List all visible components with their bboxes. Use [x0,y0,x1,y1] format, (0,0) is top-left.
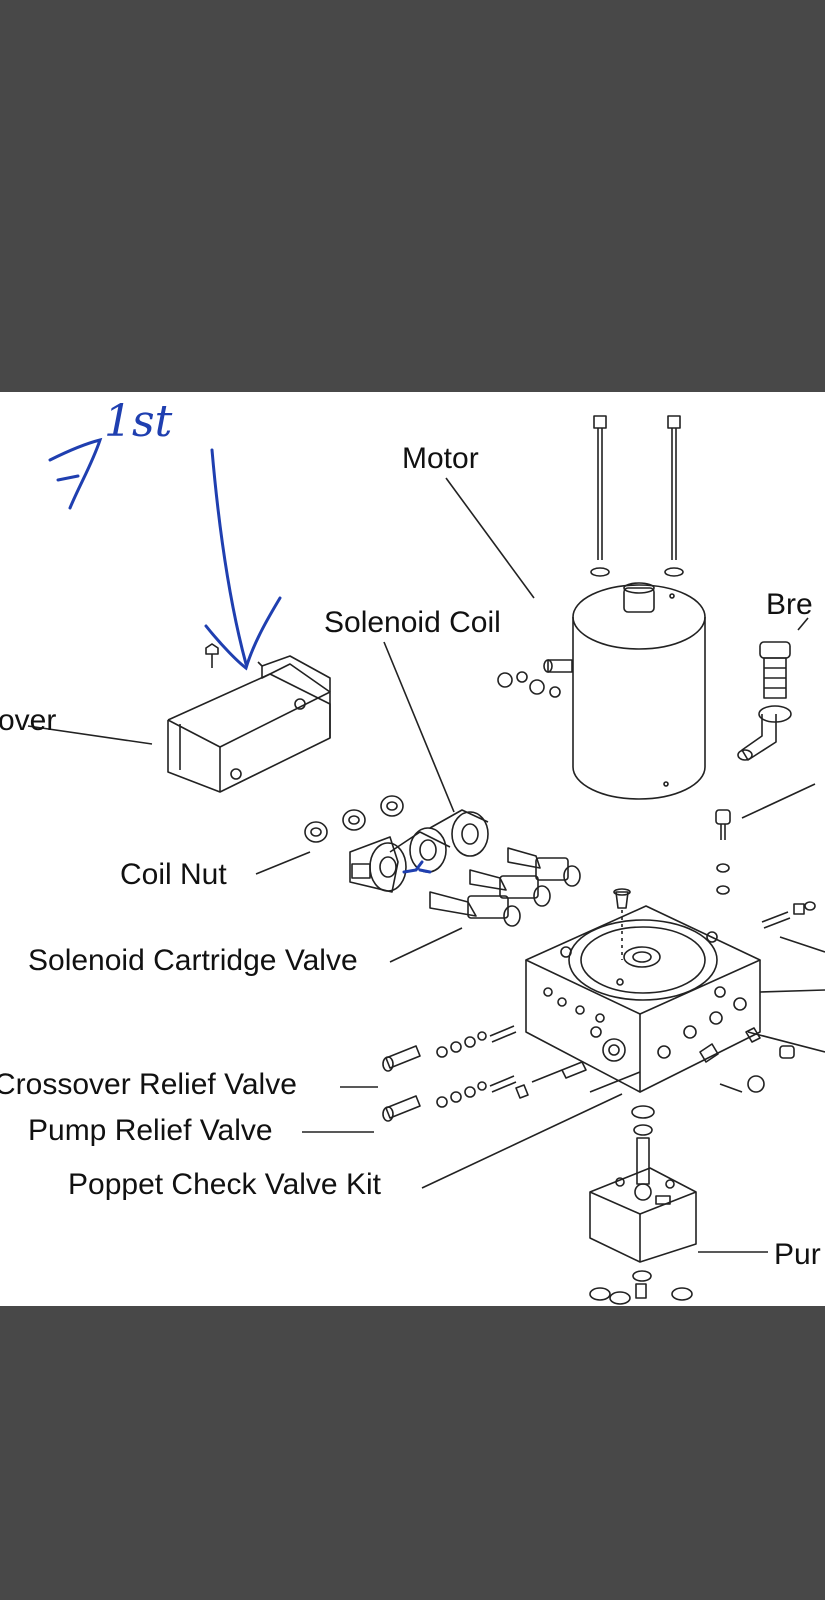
right-side-fittings [699,783,825,1093]
label-pump: Pur [774,1238,821,1271]
coil-nuts [304,795,404,843]
label-poppet-check-valve-kit: Poppet Check Valve Kit [68,1168,381,1201]
cover-part [167,643,331,793]
exploded-parts-drawing [27,415,825,1305]
handwritten-arrow [204,448,432,874]
label-solenoid-cartridge-valve: Solenoid Cartridge Valve [28,944,358,977]
label-cover: over [0,704,57,737]
breather-fittings [737,617,809,761]
pump-assembly [589,1105,697,1305]
motor-body [497,582,706,800]
label-crossover-relief-valve: Crossover Relief Valve [0,1068,297,1101]
label-motor: Motor [402,442,479,475]
manifold-block [525,888,761,1093]
cartridge-valves [429,847,581,927]
motor-bolts [590,415,684,577]
label-breather: Bre [766,588,813,621]
handwritten-annotation: 1st [104,396,173,447]
dark-backdrop-bottom [0,1306,825,1600]
label-coil-nut: Coil Nut [120,858,227,891]
handwritten-digit [48,437,103,510]
parts-diagram-sheet: 1st Motor Bre Solenoid Coil over Coil Nu… [0,392,825,1306]
leader-lines [27,477,768,1253]
relief-valves [382,1025,587,1122]
dark-backdrop-top [0,0,825,392]
label-pump-relief-valve: Pump Relief Valve [28,1114,273,1147]
label-solenoid-coil: Solenoid Coil [324,606,501,639]
solenoid-coils [349,809,489,893]
